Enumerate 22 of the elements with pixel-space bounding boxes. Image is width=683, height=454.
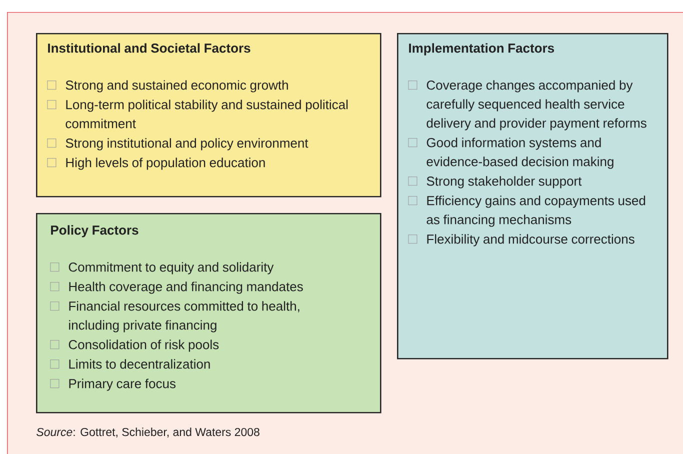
list-item: Flexibility and midcourse corrections (408, 234, 634, 246)
list-item: Financial resources committed to health, including private financing (50, 301, 300, 332)
list-item: Primary care focus (50, 378, 176, 391)
list-item: Coverage changes accompanied by carefully sequenced health service delivery and provider payment reforms (408, 80, 646, 130)
list-item: Efficiency gains and copayments used as financing mechanisms (408, 196, 646, 227)
list-item: Long-term political stability and sustained political commitment (46, 100, 348, 128)
list-item: Strong stakeholder support (408, 176, 582, 188)
factor-box (36, 33, 382, 198)
list-item: Strong institutional and policy environment (46, 138, 308, 150)
list-item: High levels of population education (46, 158, 265, 170)
list-item: Limits to decentralization (50, 359, 210, 369)
list-item: Commitment to equity and solidarity (50, 262, 274, 274)
list-item: Consolidation of risk pools (50, 340, 219, 352)
source-note: Source: Gottret, Schieber, and Waters 2008 (36, 428, 260, 438)
factor-box (36, 213, 382, 414)
list-item: Strong and sustained economic growth (46, 80, 288, 92)
box-heading: Policy Factors (51, 225, 138, 238)
factor-box (397, 33, 668, 360)
list-item: Health coverage and financing mandates (50, 282, 303, 294)
box-heading: Implementation Factors (409, 43, 554, 56)
list-item: Good information systems and evidence-based decision making (408, 138, 614, 169)
box-heading: Institutional and Societal Factors (48, 43, 250, 53)
